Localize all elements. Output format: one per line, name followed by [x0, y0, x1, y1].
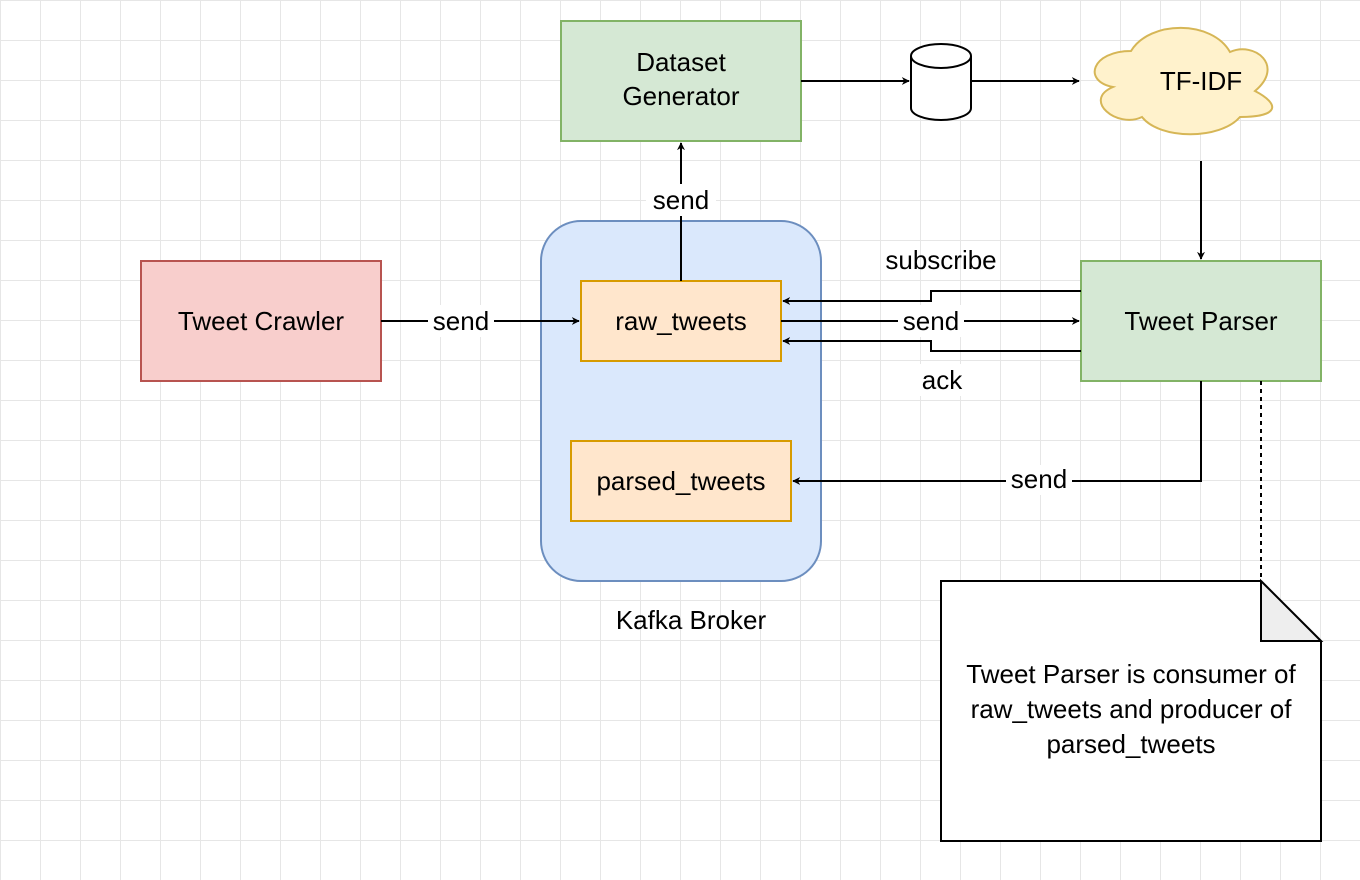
tweet-crawler-node[interactable]: Tweet Crawler	[140, 260, 382, 382]
edge-parser-to-parsed[interactable]	[792, 381, 1202, 485]
edge-parser-subscribe-label: subscribe	[885, 245, 996, 275]
dataset-generator-label-line1: Dataset	[636, 47, 726, 77]
tf-idf-node[interactable]: TF-IDF	[1093, 26, 1274, 136]
raw-tweets-box	[580, 280, 782, 362]
edge-parser-ack-label: ack	[922, 365, 963, 395]
tweet-parser-label: Tweet Parser	[1124, 306, 1278, 336]
tf-idf-label: TF-IDF	[1160, 66, 1242, 96]
dataset-generator-node[interactable]: Dataset Generator	[560, 20, 802, 142]
edge-parser-to-parsed-label: send	[1011, 464, 1067, 494]
parsed-tweets-label: parsed_tweets	[596, 466, 765, 496]
tweet-crawler-box	[140, 260, 382, 382]
edge-raw-to-generator-label: send	[653, 185, 709, 215]
note-annotation[interactable]: Tweet Parser is consumer of raw_tweets a…	[940, 578, 1324, 842]
edge-parser-ack[interactable]	[782, 337, 1081, 352]
raw-tweets-topic[interactable]: raw_tweets	[580, 280, 782, 362]
note-box	[940, 580, 1322, 842]
dataset-generator-box	[560, 20, 802, 142]
tweet-parser-box	[1080, 260, 1322, 382]
tweet-crawler-label: Tweet Crawler	[178, 306, 344, 336]
tweet-parser-node[interactable]: Tweet Parser	[1080, 260, 1322, 382]
dataset-generator-label-line2: Generator	[622, 81, 739, 111]
database-icon[interactable]	[910, 43, 972, 121]
kafka-broker-label: Kafka Broker	[616, 605, 767, 635]
note-text-line3: parsed_tweets	[1046, 729, 1215, 759]
edge-crawler-to-raw-label: send	[433, 306, 489, 336]
edge-parser-subscribe[interactable]	[782, 290, 1081, 305]
cloud-icon	[1093, 26, 1274, 136]
note-text-line1: Tweet Parser is consumer of	[966, 659, 1296, 689]
note-fold	[1260, 578, 1324, 642]
note-text-line2: raw_tweets and producer of	[971, 694, 1293, 724]
parsed-tweets-box	[570, 440, 792, 522]
parsed-tweets-topic[interactable]: parsed_tweets	[570, 440, 792, 522]
raw-tweets-label: raw_tweets	[615, 306, 747, 336]
edge-raw-to-parser-label: send	[903, 306, 959, 336]
